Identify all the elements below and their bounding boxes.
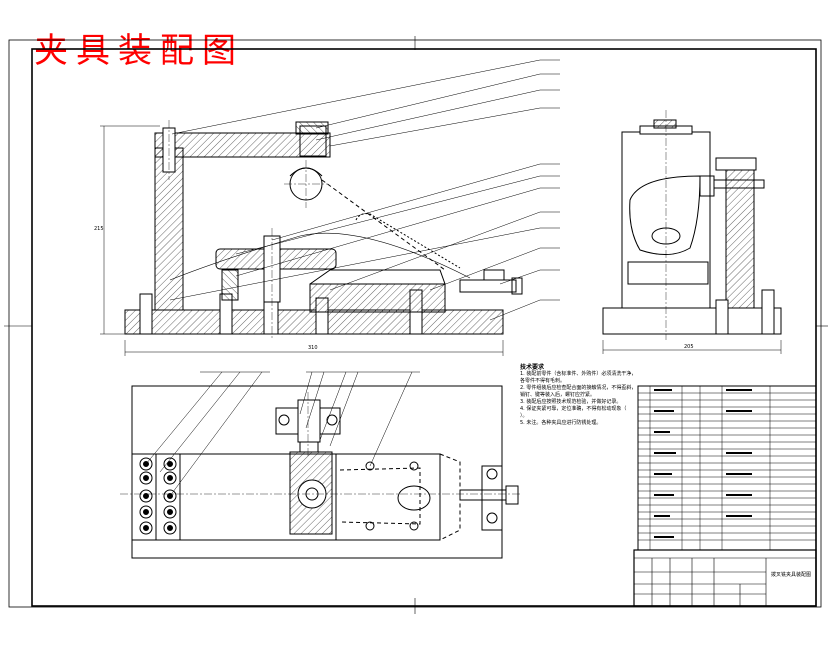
title-block xyxy=(633,549,817,607)
dimension-length: 310 xyxy=(308,345,318,351)
tech-line: 5. 未注。各种夹具应进行防锈处理。 xyxy=(520,420,602,426)
tech-line: 2. 零件组装后应检查配合面的接触情况，不得歪斜， xyxy=(520,385,637,391)
inner-frame xyxy=(31,48,817,607)
technical-requirements: 技术要求 1. 装配前零件（含标准件、外购件）必须清洗干净， 各零件不得有毛刺。… xyxy=(520,364,640,427)
title-block-drawing-name: 拨叉铣夹具装配图 xyxy=(770,572,811,578)
top-view xyxy=(120,371,520,559)
tech-heading: 技术要求 xyxy=(520,364,545,371)
tech-line: 销钉、键等装入后，螺钉应拧紧。 xyxy=(520,392,596,398)
front-view xyxy=(100,120,523,356)
tech-line: 各零件不得有毛刺。 xyxy=(520,378,566,384)
tech-line: 3. 装配后应按照技术规范检验，并做好记录。 xyxy=(520,399,622,405)
tech-line: ）。 xyxy=(520,413,528,419)
dimension-height: 215 xyxy=(94,226,104,232)
top-arm xyxy=(154,132,331,158)
base-plate xyxy=(124,309,504,335)
dimension-side-width: 205 xyxy=(684,344,694,350)
tech-line: 1. 装配前零件（含标准件、外购件）必须清洗干净， xyxy=(520,371,637,377)
centering-marks xyxy=(4,36,828,614)
leader-lines xyxy=(169,59,560,321)
tech-line: 4. 保证夹紧可靠，定位准确，不得有松动现象（ xyxy=(520,406,627,412)
parts-list xyxy=(637,385,817,551)
side-view xyxy=(602,110,782,354)
